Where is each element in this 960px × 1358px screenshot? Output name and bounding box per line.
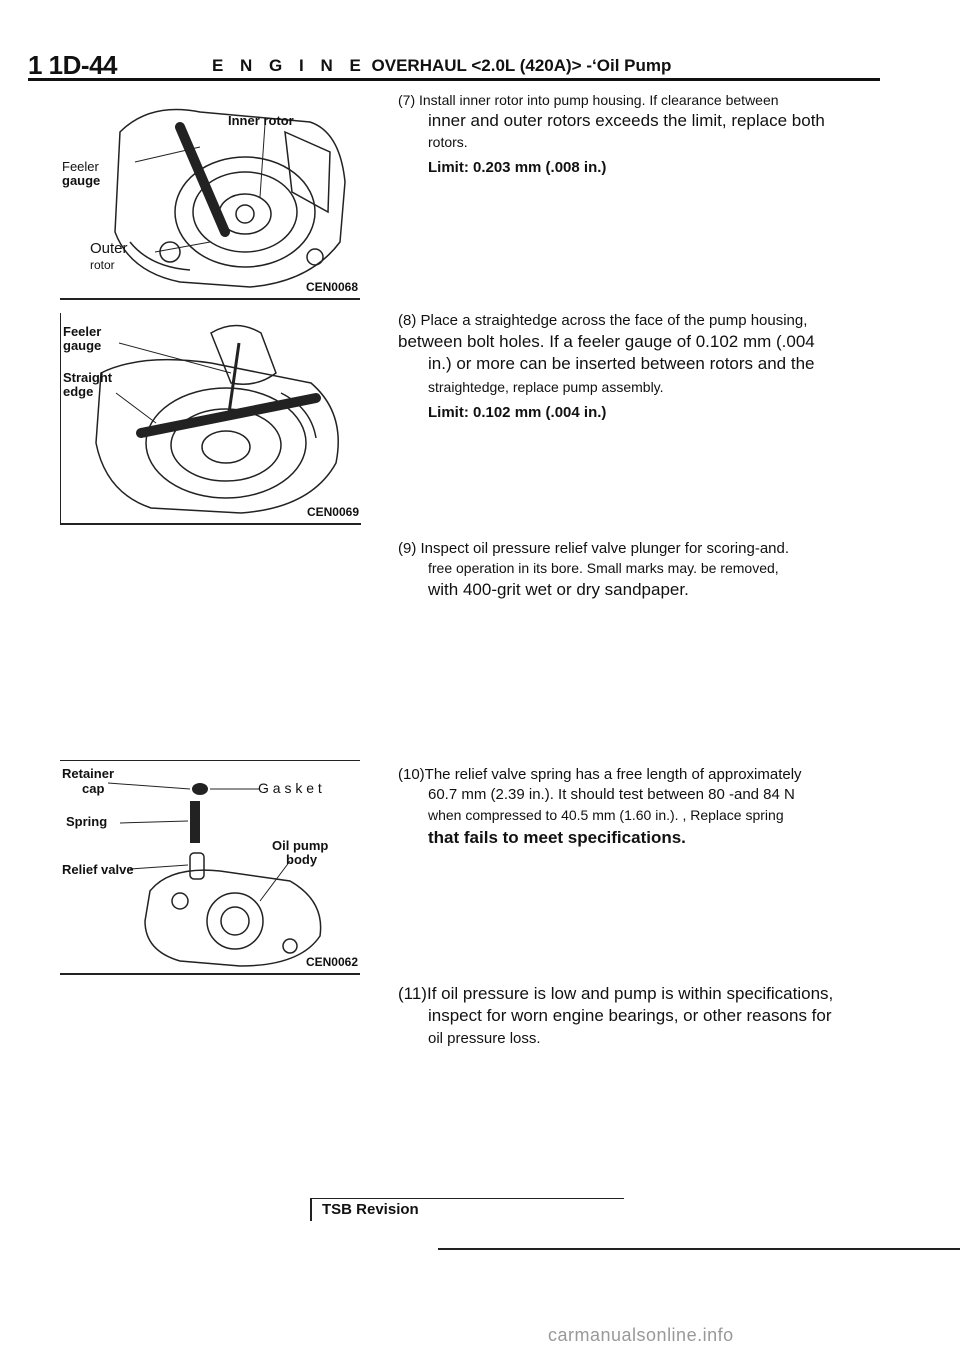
title-engine: E N G I N E [212,56,367,75]
page-number: 1 1D-44 [28,50,118,80]
label-inner-rotor: Inner rotor [228,113,294,128]
label-feeler: Feeler [62,159,99,174]
tsb-revision-box [310,1198,624,1221]
step-9: (9) Inspect oil pressure relief valve pl… [398,540,882,610]
footer-rule [438,1248,960,1250]
label-edge: edge [63,384,94,399]
figure-code: CEN0069 [306,505,359,519]
step-7-line-1: (7) Install inner rotor into pump housin… [398,92,779,108]
step-10-line-1: (10)The relief valve spring has a free l… [398,766,802,783]
step-8-line-2: between bolt holes. If a feeler gauge of… [398,332,815,351]
label-gauge: gauge [62,173,101,188]
step-11: (11)If oil pressure is low and pump is w… [398,984,882,1064]
step-7-line-2: inner and outer rotors exceeds the limit… [428,111,825,130]
section-title: E N G I N E OVERHAUL <2.0L (420A)> -‘Oil… [212,56,671,76]
label-relief-valve: Relief valve [62,862,134,877]
label-cap: cap [82,781,105,796]
step-7: (7) Install inner rotor into pump housin… [398,92,882,202]
title-overhaul: OVERHAUL [371,56,467,75]
step-10: (10)The relief valve spring has a free l… [398,766,882,847]
step-11-line-2: inspect for worn engine bearings, or oth… [428,1006,832,1025]
label-gasket: G a s k e t [258,780,322,796]
label-straight: Straight [63,370,113,385]
step-10-line-3: when compressed to 40.5 mm (1.60 in.). ,… [428,807,784,823]
step-8-line-4: straightedge, replace pump assembly. [428,379,664,395]
label-retainer: Retainer [62,766,115,781]
step-10-line-4: that fails to meet specifications. [428,828,686,847]
step-8-line-3: in.) or more can be inserted between rot… [428,354,815,373]
label-spring: Spring [66,814,108,829]
step-11-line-1: (11)If oil pressure is low and pump is w… [398,984,834,1003]
tsb-revision-label: TSB Revision [322,1201,419,1218]
figure-code: CEN0068 [305,280,358,294]
figure-straightedge: Feeler gauge Straight edge CEN0069 [60,313,361,525]
step-7-line-3: rotors. [428,134,468,150]
step-7-line-4: Limit: 0.203 mm (.008 in.) [428,159,607,176]
label-rotor: rotor [90,258,115,272]
header-rule [28,78,880,81]
figure-relief-valve: Retainer cap G a s k e t Spring Oil pump… [60,760,360,975]
figure-code: CEN0062 [305,955,358,969]
step-11-line-3: oil pressure loss. [428,1030,541,1047]
straightedge-illustration [95,324,339,514]
step-8: (8) Place a straightedge across the face… [398,312,882,432]
label-outer: Outer [90,240,128,257]
step-8-line-5: Limit: 0.102 mm (.004 in.) [428,404,607,421]
label-oil-pump: Oil pump [272,838,329,853]
figure-rotor-clearance: Inner rotor Feeler gauge Outer rotor CEN… [60,92,360,300]
title-model: <2.0L (420A)> [471,56,582,75]
label-feeler: Feeler [63,324,102,339]
watermark: carmanualsonline.info [548,1325,734,1345]
step-9-line-1: (9) Inspect oil pressure relief valve pl… [398,540,790,557]
label-gauge: gauge [63,338,102,353]
step-8-line-1: (8) Place a straightedge across the face… [398,312,808,329]
step-9-line-3: with 400-grit wet or dry sandpaper. [428,580,689,599]
title-section: -‘Oil Pump [586,56,672,75]
step-9-line-2: free operation in its bore. Small marks … [428,560,779,576]
relief-valve-illustration [107,782,322,967]
step-10-line-2: 60.7 mm (2.39 in.). It should test betwe… [428,786,795,803]
rotor-clearance-illustration [114,108,346,288]
label-body: body [286,852,318,867]
